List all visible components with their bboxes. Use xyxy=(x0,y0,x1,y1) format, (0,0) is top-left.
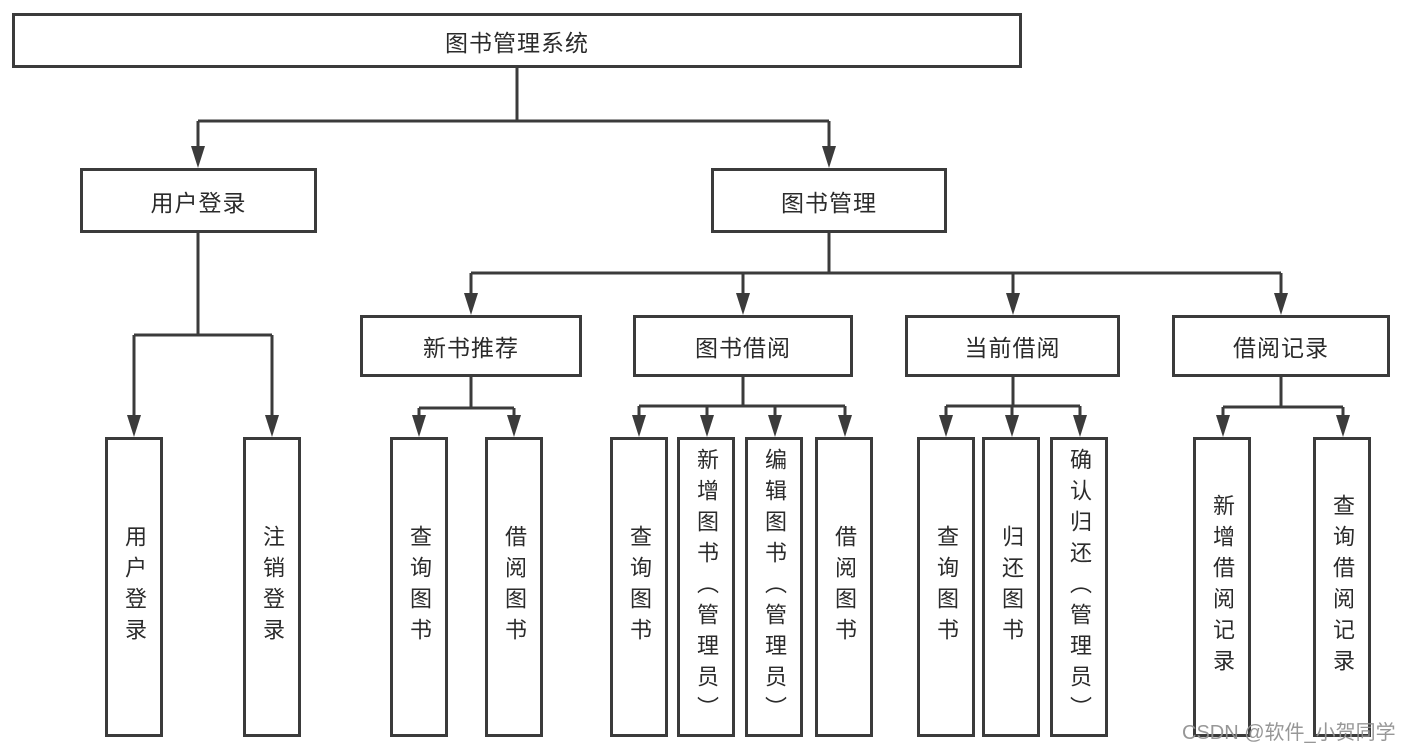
leaf-label: 查询图书 xyxy=(934,525,959,649)
leaf-confirm-return-admin: 确认归还（管理员） xyxy=(1050,437,1108,737)
leaf-label: 查询图书 xyxy=(407,525,432,649)
leaf-query-borrow-record: 查询借阅记录 xyxy=(1313,437,1371,737)
leaf-return-books: 归还图书 xyxy=(982,437,1040,737)
node-label: 新书推荐 xyxy=(423,335,519,361)
node-root-system: 图书管理系统 xyxy=(12,13,1022,68)
leaf-borrow-books-borrowing: 借阅图书 xyxy=(815,437,873,737)
leaf-label: 编辑图书（管理员） xyxy=(762,447,787,727)
leaf-edit-books-admin: 编辑图书（管理员） xyxy=(745,437,803,737)
leaf-label: 借阅图书 xyxy=(502,525,527,649)
leaf-label: 注销登录 xyxy=(260,525,285,649)
node-label: 借阅记录 xyxy=(1233,335,1329,361)
leaf-label: 确认归还（管理员） xyxy=(1067,447,1092,727)
leaf-add-borrow-record: 新增借阅记录 xyxy=(1193,437,1251,737)
leaf-borrow-books-recommend: 借阅图书 xyxy=(485,437,543,737)
leaf-label: 新增借阅记录 xyxy=(1210,494,1235,680)
leaf-label: 查询图书 xyxy=(627,525,652,649)
node-label: 当前借阅 xyxy=(964,335,1061,361)
node-label: 图书借阅 xyxy=(695,335,791,361)
leaf-query-books-borrowing: 查询图书 xyxy=(610,437,668,737)
node-book-borrowing: 图书借阅 xyxy=(633,315,853,377)
leaf-query-books-recommend: 查询图书 xyxy=(390,437,448,737)
leaf-user-login: 用户登录 xyxy=(105,437,163,737)
leaf-label: 新增图书（管理员） xyxy=(694,447,719,727)
node-book-management-branch: 图书管理 xyxy=(711,168,947,233)
leaf-logout: 注销登录 xyxy=(243,437,301,737)
node-borrowing-records: 借阅记录 xyxy=(1172,315,1390,377)
node-user-login-branch: 用户登录 xyxy=(80,168,317,233)
node-root-label: 图书管理系统 xyxy=(445,29,589,56)
node-label: 图书管理 xyxy=(781,189,877,216)
leaf-label: 借阅图书 xyxy=(832,525,857,649)
leaf-add-books-admin: 新增图书（管理员） xyxy=(677,437,735,737)
node-current-borrowing: 当前借阅 xyxy=(905,315,1120,377)
node-label: 用户登录 xyxy=(150,189,247,216)
leaf-label: 归还图书 xyxy=(999,525,1024,649)
arrowheads xyxy=(127,146,1350,437)
leaf-label: 用户登录 xyxy=(122,525,147,649)
csdn-watermark: CSDN @软件_小贺同学 xyxy=(1182,722,1396,744)
leaf-query-books-current: 查询图书 xyxy=(917,437,975,737)
leaf-label: 查询借阅记录 xyxy=(1330,494,1355,680)
node-new-book-recommend: 新书推荐 xyxy=(360,315,582,377)
